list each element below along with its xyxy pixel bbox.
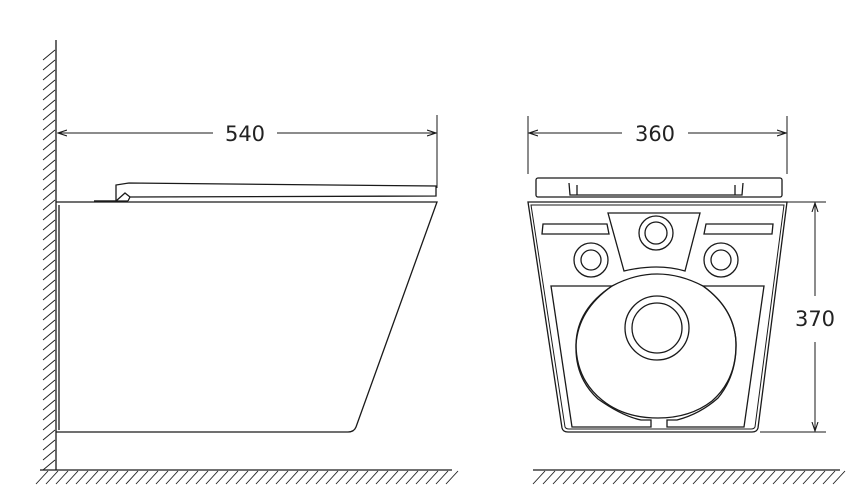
dimension-line-540: 540	[58, 115, 438, 188]
dimension-line-360: 360	[527, 116, 788, 174]
dimension-label-360: 360	[635, 122, 675, 146]
bowl-basin	[575, 273, 737, 419]
dimension-label-540: 540	[225, 122, 265, 146]
flush-hole-icon	[638, 215, 674, 251]
dimension-label-370: 370	[795, 307, 835, 331]
wall-hatching	[42, 40, 57, 471]
front-view: 360 370	[527, 116, 846, 485]
side-seat	[94, 182, 437, 202]
side-view: 540	[35, 40, 459, 485]
front-bowl-outline	[527, 201, 788, 433]
fixing-hole-left-icon	[573, 242, 609, 278]
floor-hatching-left	[35, 469, 459, 485]
front-seat	[535, 177, 783, 198]
side-bowl-body	[56, 201, 438, 433]
floor-hatching-right	[532, 469, 846, 485]
outlet-hole-icon	[624, 295, 690, 361]
dimension-line-370: 370	[760, 201, 835, 433]
fixing-hole-right-icon	[703, 242, 739, 278]
